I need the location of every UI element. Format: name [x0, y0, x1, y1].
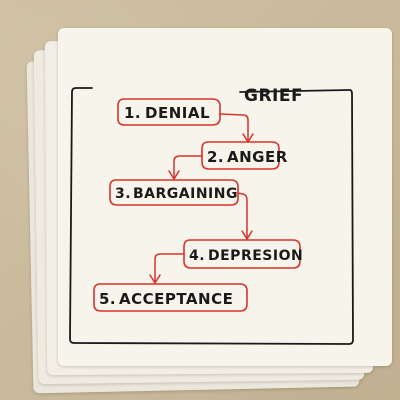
napkin-top: [58, 28, 392, 366]
stage-outline: [201, 141, 280, 170]
stage-label: DEPRESION: [208, 248, 303, 264]
stage-acceptance: 5. ACCEPTANCE: [93, 283, 248, 312]
stage-number: 2.: [207, 148, 224, 166]
stage-label: ACCEPTANCE: [119, 290, 233, 308]
arrow-connector: [237, 192, 248, 238]
arrow-connector: [219, 113, 249, 141]
stage-number: 5.: [99, 290, 116, 308]
stage-outline: [93, 283, 248, 312]
frame-border: [69, 87, 354, 345]
stage-number: 1.: [124, 104, 141, 122]
arrow-connector: [173, 155, 203, 178]
stage-outline: [117, 98, 221, 126]
stage-outline: [183, 239, 301, 269]
stage-label: BARGAINING: [133, 186, 238, 202]
arrowhead-icon: [168, 170, 180, 180]
stage-anger: 2. ANGER: [201, 141, 288, 170]
stage-label: ANGER: [227, 148, 288, 166]
stage-bargaining: 3. BARGAINING: [109, 179, 239, 206]
stage-number: 4.: [189, 248, 205, 264]
arrowhead-icon: [149, 274, 161, 284]
diagram-title: GRIEF: [244, 86, 303, 106]
arrowhead-icon: [242, 133, 254, 143]
stage-outline: [109, 179, 239, 206]
arrow-connector: [154, 253, 185, 282]
stage-denial: 1. DENIAL: [117, 98, 221, 126]
stage-label: DENIAL: [145, 104, 210, 122]
stage-number: 3.: [115, 186, 131, 202]
arrowhead-icon: [241, 230, 253, 240]
stage-depression: 4. DEPRESION: [183, 239, 303, 269]
